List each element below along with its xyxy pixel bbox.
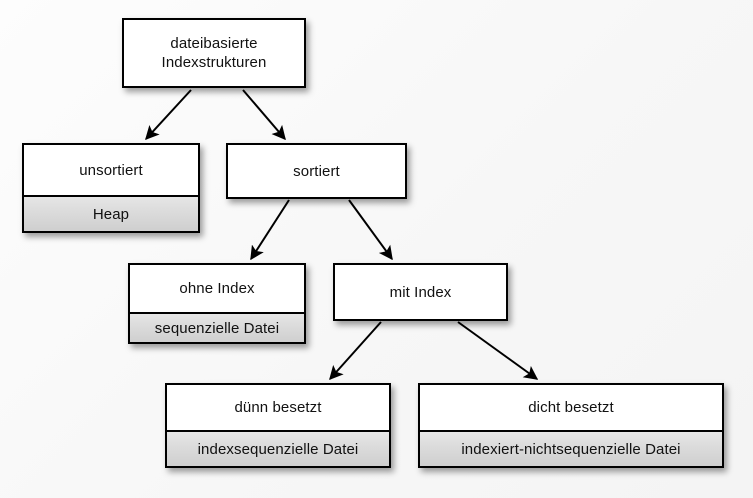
node-mit-index[interactable]: mit Index xyxy=(333,263,508,321)
node-dicht-besetzt-subtitle: indexiert-nichtsequenzielle Datei xyxy=(420,430,722,466)
node-sortiert[interactable]: sortiert xyxy=(226,143,407,199)
node-mit-index-title: mit Index xyxy=(335,265,506,319)
node-root-title: dateibasierte Indexstrukturen xyxy=(124,20,304,86)
edge-mit-index-to-duenn xyxy=(329,321,382,381)
edge-mit-index-to-dicht xyxy=(457,321,539,380)
node-duenn-besetzt-title: dünn besetzt xyxy=(167,385,389,430)
node-ohne-index-title: ohne Index xyxy=(130,265,304,312)
edge-root-to-unsortiert xyxy=(145,89,192,141)
node-sortiert-title: sortiert xyxy=(228,145,405,197)
node-unsortiert-title: unsortiert xyxy=(24,145,198,195)
node-duenn-besetzt-subtitle: indexsequenzielle Datei xyxy=(167,430,389,466)
edge-root-to-sortiert xyxy=(242,89,286,141)
edge-sortiert-to-mit-index xyxy=(348,199,393,261)
node-dicht-besetzt-title: dicht besetzt xyxy=(420,385,722,430)
node-ohne-index-subtitle: sequenzielle Datei xyxy=(130,312,304,342)
node-unsortiert-subtitle: Heap xyxy=(24,195,198,231)
edge-sortiert-to-ohne-index xyxy=(250,199,290,261)
node-root[interactable]: dateibasierte Indexstrukturen xyxy=(122,18,306,88)
